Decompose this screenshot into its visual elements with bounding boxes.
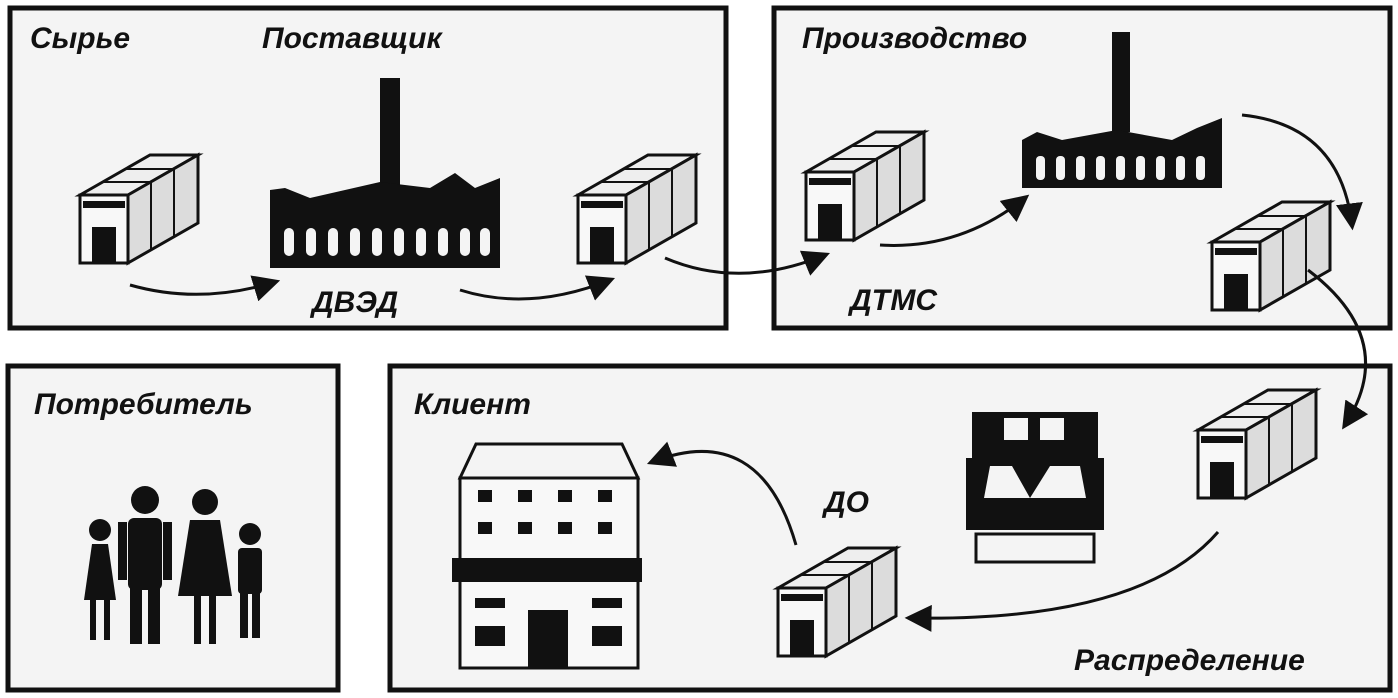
supplier-label: Поставщик <box>262 22 443 55</box>
dved-label: ДВЭД <box>309 286 398 319</box>
production-factory-icon <box>1022 32 1222 188</box>
consumer-label: Потребитель <box>34 388 253 421</box>
arrow-client-warehouse-to-shop <box>646 441 798 546</box>
arrow-supplier-to-production <box>664 250 830 276</box>
consumer-panel <box>5 363 341 693</box>
arrow-finished-to-distribution <box>1307 268 1369 430</box>
arrow-factory-to-finished <box>1241 113 1363 231</box>
arrow-distribution-to-client-warehouse <box>904 531 1220 632</box>
supplier-factory-icon <box>270 78 500 268</box>
dtms-label: ДТМС <box>847 284 938 317</box>
client-label: Клиент <box>414 388 531 421</box>
arrow-warehouse-to-factory <box>879 194 1030 247</box>
truck-icon <box>966 412 1104 564</box>
distribution-label: Распределение <box>1074 644 1305 677</box>
raw-materials-label: Сырье <box>30 22 130 55</box>
arrow-supplier-to-warehouse <box>459 275 616 301</box>
do-label: ДО <box>821 486 869 519</box>
shop-building-icon <box>452 442 642 670</box>
arrow-raw-to-supplier <box>129 275 281 302</box>
supplier-panel <box>7 5 729 331</box>
family-icon <box>84 486 262 644</box>
production-label: Производство <box>802 22 1027 55</box>
